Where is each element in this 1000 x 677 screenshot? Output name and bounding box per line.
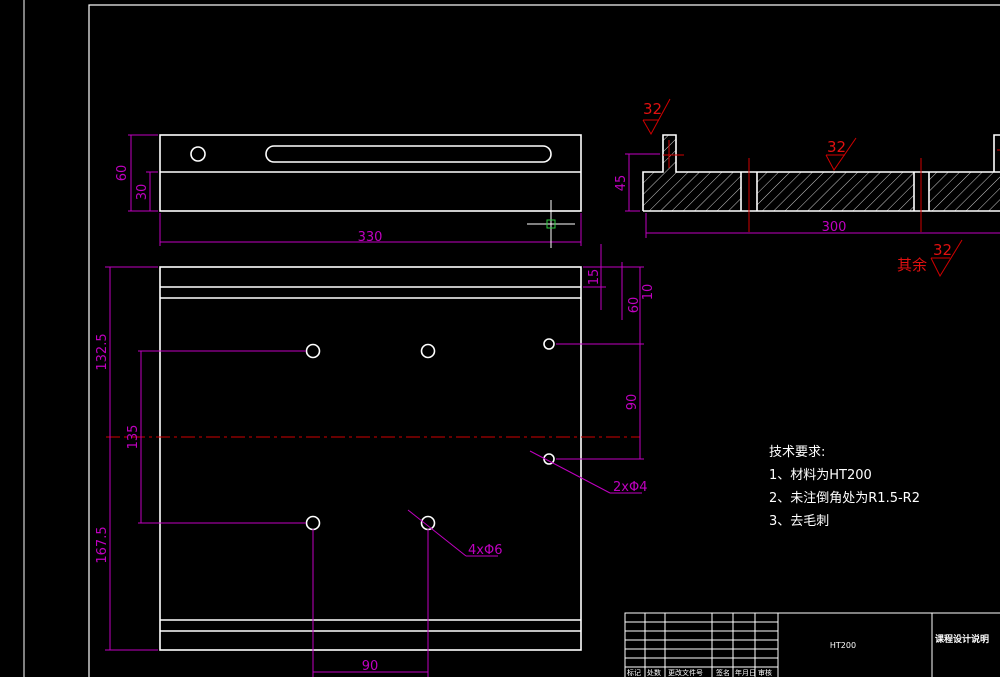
section-hatch-2 xyxy=(757,172,914,211)
section-hatch-3 xyxy=(929,172,1000,211)
top-view-hole xyxy=(190,146,206,162)
dim-r15: 15 xyxy=(587,269,602,286)
title-block-label: 更改文件号 xyxy=(668,668,703,677)
top-view: 60 30 330 xyxy=(115,134,582,248)
title-block-label: 年月日 xyxy=(735,668,756,677)
title-block-label: 标记 xyxy=(627,668,641,677)
dim-r90: 90 xyxy=(625,394,640,411)
plan-hole xyxy=(420,515,436,531)
roughness-symbol-mid: 32 xyxy=(825,137,857,171)
dim-bottom: 90 xyxy=(362,659,379,674)
svg-text:32: 32 xyxy=(643,100,662,118)
section-hatch-1 xyxy=(643,172,741,211)
plan-hole xyxy=(420,343,436,359)
dim-center: 135 xyxy=(126,425,141,450)
svg-text:32: 32 xyxy=(827,138,846,156)
dim-section-height: 45 xyxy=(614,175,629,192)
plan-hole xyxy=(305,515,321,531)
dim-r10: 10 xyxy=(641,284,656,301)
tech-requirements-title: 技术要求: xyxy=(769,445,825,460)
dim-r60: 60 xyxy=(627,297,642,314)
plan-view: 132.5 135 167.5 15 60 10 90 90 2xΦ4 4xΦ6 xyxy=(95,244,656,677)
callout-large-holes: 4xΦ6 xyxy=(468,543,502,558)
general-roughness-value: 32 xyxy=(933,241,952,259)
plan-view-outline xyxy=(159,266,582,651)
section-view: 45 300 32 32 xyxy=(614,98,1000,238)
callout-small-holes: 2xΦ4 xyxy=(613,480,647,495)
title-block-label: 签名 xyxy=(716,668,730,677)
top-view-outline xyxy=(159,134,582,212)
top-view-slot xyxy=(265,145,552,163)
tech-requirement-item: 1、材料为HT200 xyxy=(769,468,872,483)
title-block-label: 审核 xyxy=(758,668,772,677)
drawing-border xyxy=(88,4,1000,677)
plan-hole-small xyxy=(543,453,555,465)
dim-section-length: 300 xyxy=(822,220,847,235)
title-block-material: HT200 xyxy=(830,641,856,650)
dim-height-part: 30 xyxy=(135,184,150,201)
general-roughness-note: 其余 32 xyxy=(897,239,963,278)
title-block: HT200 课程设计说明 标记 处数 更改文件号 签名 年月日 审核 xyxy=(624,612,1000,677)
dim-height-total: 60 xyxy=(115,165,130,182)
crosshair-cursor-icon xyxy=(527,200,575,248)
dim-lower-left: 167.5 xyxy=(95,526,110,563)
tech-requirement-item: 3、去毛刺 xyxy=(769,514,829,529)
roughness-symbol-left: 32 xyxy=(642,98,671,136)
tech-requirements: 技术要求: 1、材料为HT200 2、未注倒角处为R1.5-R2 3、去毛刺 xyxy=(769,445,920,529)
title-block-label: 处数 xyxy=(647,668,661,677)
dim-length-330: 330 xyxy=(358,230,383,245)
plan-hole xyxy=(305,343,321,359)
dim-upper-left: 132.5 xyxy=(95,333,110,370)
tech-requirement-item: 2、未注倒角处为R1.5-R2 xyxy=(769,491,920,506)
general-roughness-label: 其余 xyxy=(897,256,927,274)
plan-hole-small xyxy=(543,338,555,350)
title-block-drawing-title: 课程设计说明 xyxy=(935,633,989,645)
